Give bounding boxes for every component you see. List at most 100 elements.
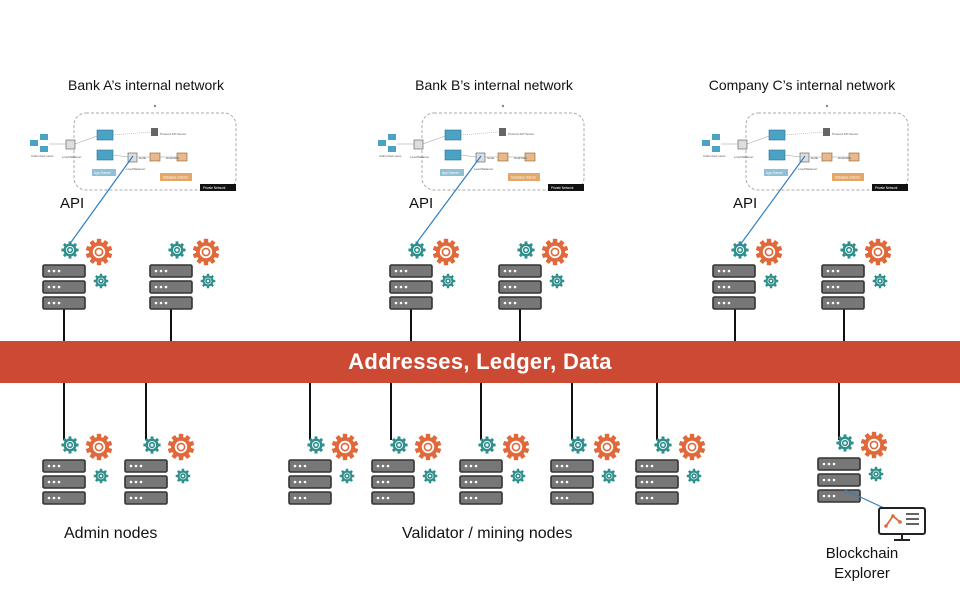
admin-node [42, 433, 113, 505]
mini-label: App Subnet [766, 171, 783, 175]
server-unit [498, 280, 542, 294]
mini-label: Private Network [875, 186, 898, 190]
validator-node [550, 433, 621, 505]
server-rack-icon [498, 264, 542, 310]
server-unit [371, 491, 415, 505]
api-link-line [68, 155, 134, 246]
gear-icon [93, 273, 109, 289]
validator-nodes-label: Validator / mining nodes [402, 525, 573, 542]
node-icon [497, 152, 509, 162]
server-rack-icon [550, 459, 594, 505]
api-label-company-c: API [733, 195, 758, 212]
app-subnet-tag [764, 169, 788, 176]
gear-icon [541, 238, 569, 266]
app-server-icon [444, 149, 462, 161]
database-subnet-tag [508, 173, 540, 181]
admin-nodes-label: Admin nodes [64, 525, 158, 542]
server-rack-icon [712, 264, 756, 310]
mini-label: Private Network [203, 186, 226, 190]
gear-icon [408, 241, 426, 259]
gear-icon [836, 434, 854, 452]
server-rack-icon [459, 459, 503, 505]
ledger-band [0, 341, 960, 383]
network-node [821, 238, 892, 310]
server-unit [149, 264, 193, 278]
gear-icon [872, 273, 888, 289]
node-icon [149, 152, 161, 162]
gear-icon [517, 241, 535, 259]
gear-icon [654, 436, 672, 454]
validator-node [459, 433, 530, 505]
server-unit [821, 280, 865, 294]
validator-node [371, 433, 442, 505]
mini-label: Replicator [166, 156, 180, 160]
server-unit [459, 459, 503, 473]
gear-icon [307, 436, 325, 454]
server-unit [389, 264, 433, 278]
server-unit [821, 264, 865, 278]
server-unit [817, 489, 861, 503]
mini-label: Load Balancer [410, 155, 429, 159]
mini-label: Authorized users [379, 154, 402, 158]
server-unit [42, 264, 86, 278]
gear-icon [686, 468, 702, 484]
database-subnet-tag [832, 173, 864, 181]
users-icon [30, 140, 38, 146]
mini-label: Protocol API Server [508, 132, 534, 136]
mini-label: Replicator [514, 156, 528, 160]
api-label-bank-a: API [60, 195, 85, 212]
gear-icon [549, 273, 565, 289]
gear-icon [390, 436, 408, 454]
server-unit [459, 491, 503, 505]
gear-icon [143, 436, 161, 454]
gear-icon [678, 433, 706, 461]
users-icon [702, 140, 710, 146]
app-subnet-tag [92, 169, 116, 176]
gear-icon [478, 436, 496, 454]
server-unit [288, 459, 332, 473]
mini-label: App Subnet [94, 171, 111, 175]
protocol-server-icon [499, 128, 506, 136]
server-rack-icon [42, 459, 86, 505]
network-node [712, 238, 783, 310]
app-server-icon [444, 129, 462, 141]
validator-node [635, 433, 706, 505]
gear-icon [192, 238, 220, 266]
private-network-tag [548, 184, 584, 191]
database-subnet-tag [160, 173, 192, 181]
server-unit [42, 280, 86, 294]
blockchain-explorer-label: Blockchain Explorer [825, 545, 899, 582]
server-rack-icon [389, 264, 433, 310]
mini-label: Load Balancer [62, 155, 81, 159]
server-unit [550, 459, 594, 473]
mini-label: Load Balancer [734, 155, 753, 159]
server-rack-icon [371, 459, 415, 505]
mini-label: Database Subnet [511, 176, 536, 180]
server-rack-icon [42, 264, 86, 310]
server-unit [498, 296, 542, 310]
network-title-company-c: Company C’s internal network [708, 77, 896, 93]
app-server-icon [96, 129, 114, 141]
network-node [149, 238, 220, 310]
server-unit [712, 296, 756, 310]
gear-icon [510, 468, 526, 484]
server-rack-icon [288, 459, 332, 505]
api-label-bank-b: API [409, 195, 434, 212]
server-rack-icon [635, 459, 679, 505]
gear-icon [569, 436, 587, 454]
gear-icon [85, 433, 113, 461]
api-link-line [414, 155, 482, 246]
gear-icon [200, 273, 216, 289]
mini-label: Load Balancer [798, 167, 817, 171]
protocol-server-icon [823, 128, 830, 136]
validator-node [288, 433, 359, 505]
gear-icon [85, 238, 113, 266]
private-network-tag [200, 184, 236, 191]
mini-label: Load Balancer [126, 167, 145, 171]
server-unit [124, 475, 168, 489]
mini-label: Node [811, 156, 819, 160]
monitor-chart-icon [878, 507, 926, 541]
